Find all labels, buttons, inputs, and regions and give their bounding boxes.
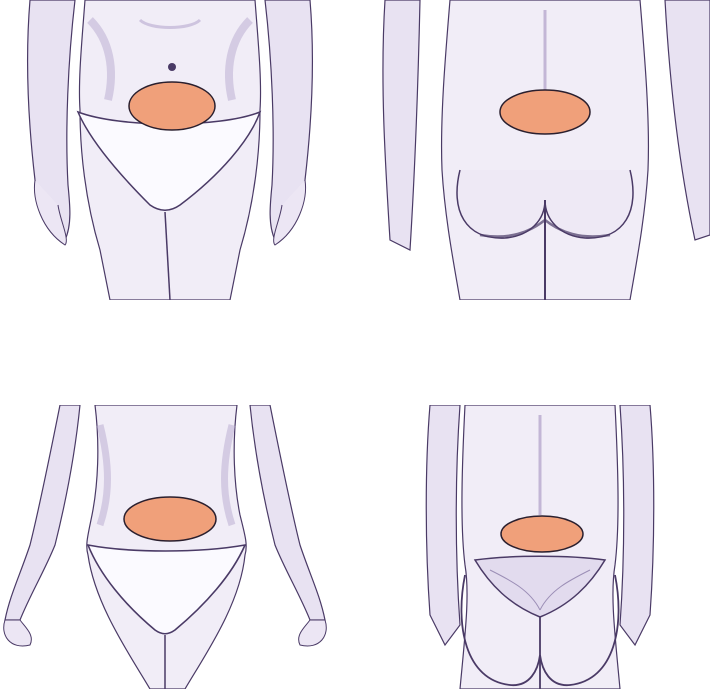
torso (87, 405, 246, 689)
left-arm (426, 405, 460, 645)
left-arm (383, 0, 420, 250)
male-back-illustration (380, 0, 710, 300)
male-front-illustration (20, 0, 320, 300)
highlight-zone (129, 82, 215, 130)
right-arm (250, 405, 325, 620)
male-front-figure (20, 0, 320, 300)
right-arm (665, 0, 710, 240)
highlight-zone (500, 90, 590, 134)
female-back-illustration (420, 405, 660, 689)
highlight-zone (124, 497, 216, 541)
navel (168, 63, 176, 71)
female-back-figure (420, 405, 660, 689)
male-back-figure (380, 0, 710, 300)
right-arm (620, 405, 654, 645)
female-front-figure (0, 405, 330, 689)
female-front-illustration (0, 405, 330, 689)
highlight-zone (501, 516, 583, 552)
left-arm (5, 405, 80, 620)
